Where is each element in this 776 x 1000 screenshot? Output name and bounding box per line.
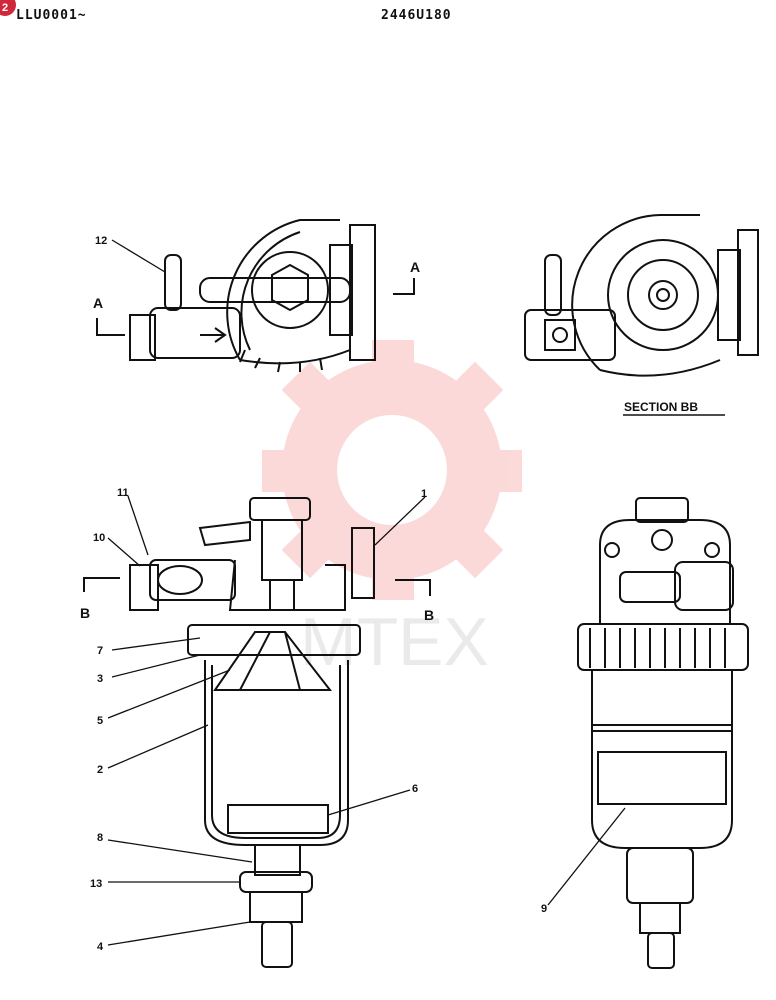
top-view-housing <box>129 219 376 373</box>
section-a-label-left: A <box>93 295 103 311</box>
callout-12: 12 <box>95 235 107 247</box>
section-a-marker-right <box>393 278 415 295</box>
callout-leaders <box>107 239 626 946</box>
section-a-marker-left <box>96 318 125 336</box>
callout-13: 13 <box>90 878 102 890</box>
section-b-marker-right <box>395 579 431 596</box>
callout-2: 2 <box>97 764 103 776</box>
part-number-label: 2446U180 <box>381 8 452 23</box>
section-a-label-right: A <box>410 259 420 275</box>
callout-7: 7 <box>97 645 103 657</box>
callout-1: 1 <box>421 488 427 500</box>
callout-8: 8 <box>97 832 103 844</box>
cross-section-view <box>129 497 375 968</box>
section-bb-view <box>524 214 759 416</box>
callout-3: 3 <box>97 673 103 685</box>
watermark-text: MTEX <box>300 604 489 680</box>
page-number-badge: 2 <box>0 0 16 16</box>
callout-9: 9 <box>541 903 547 915</box>
callout-6: 6 <box>412 783 418 795</box>
exterior-view <box>577 497 749 969</box>
callout-4: 4 <box>97 941 104 953</box>
callout-11: 11 <box>117 487 129 499</box>
callout-5: 5 <box>97 715 103 727</box>
callout-10: 10 <box>93 532 105 544</box>
model-serial-label: LLU0001~ <box>16 8 87 23</box>
section-b-label-right: B <box>424 607 434 623</box>
section-bb-title: SECTION BB <box>624 400 698 414</box>
section-b-label-left: B <box>80 605 90 621</box>
section-b-marker-left <box>83 577 120 592</box>
